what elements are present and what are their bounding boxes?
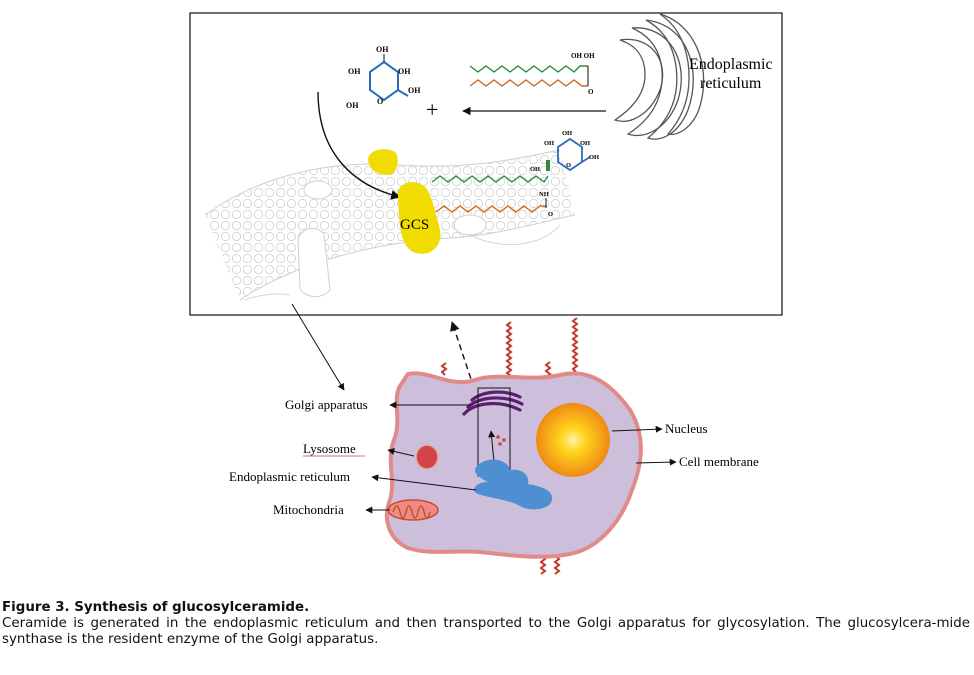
mitochondria-label: Mitochondria [273, 502, 344, 517]
inset-to-golgi-label-line [291, 303, 345, 391]
er-label-line1: Endoplasmic [689, 56, 773, 73]
enzyme-small-yellow [368, 149, 398, 175]
er-label-arrow [371, 474, 477, 491]
lysosome-label: Lysosome [303, 441, 356, 456]
substrate-to-gcs-arrow [317, 91, 401, 200]
product-nh: NH [539, 191, 549, 198]
er-label-line2: reticulum [700, 75, 762, 92]
product-oh-3: OH [580, 140, 590, 147]
glucose-oh-1: OH [376, 45, 389, 54]
golgi-vesicles [496, 435, 506, 446]
glucose-oh-2: OH [348, 67, 361, 76]
caption-body: Ceramide is generated in the endoplasmic… [2, 616, 970, 647]
lysosome [415, 444, 439, 470]
nucleus [536, 403, 610, 477]
glucose-oh-4: OH [408, 86, 421, 95]
plus-sign: + [426, 97, 438, 122]
product-ring-o: O [566, 162, 571, 169]
gcs-enzyme [397, 182, 441, 254]
nucleus-label-arrow [611, 425, 663, 433]
ceramide-molecule: OH OH O [469, 52, 595, 96]
endoplasmic-reticulum [474, 459, 553, 510]
membrane-label: Cell membrane [679, 454, 759, 469]
er-to-golgi-arrow [488, 430, 496, 463]
glucosylceramide-synthesis-diagram: OH OH OH OH OH O + OH OH O Endoplasmic r… [189, 12, 783, 575]
product-o: O [548, 211, 553, 218]
ceramide-oh: OH OH [571, 52, 595, 60]
ceramide-o: O [588, 88, 594, 96]
gcs-label: GCS [400, 217, 429, 233]
glucose-oh-5: OH [346, 101, 359, 110]
glucose-oh-3: OH [398, 67, 411, 76]
golgi-apparatus [462, 390, 524, 416]
glucose-molecule: OH OH OH OH OH O [346, 45, 421, 110]
product-oh-1: OH [562, 130, 572, 137]
er-stack-icon [613, 13, 705, 140]
product-oh-2: OH [544, 140, 554, 147]
mitochondria [387, 499, 439, 521]
glucosylceramide-product: OH OH OH OH OH O NH O [431, 130, 599, 218]
product-oh-5: OH [530, 166, 540, 173]
nucleus-label: Nucleus [665, 421, 708, 436]
lysosome-label-arrow [387, 448, 415, 457]
golgi-label: Golgi apparatus [285, 397, 368, 412]
membrane-label-arrow [635, 458, 677, 466]
product-oh-4: OH [589, 154, 599, 161]
golgi-to-inset-dashed-arrow [450, 321, 475, 389]
golgi-membrane-bilayer [204, 149, 576, 301]
glucose-ring-o: O [377, 97, 383, 106]
figure-caption: Figure 3. Synthesis of glucosylceramide.… [2, 600, 970, 648]
er-cell-label: Endoplasmic reticulum [229, 469, 350, 484]
caption-title: Figure 3. Synthesis of glucosylceramide. [2, 600, 310, 615]
